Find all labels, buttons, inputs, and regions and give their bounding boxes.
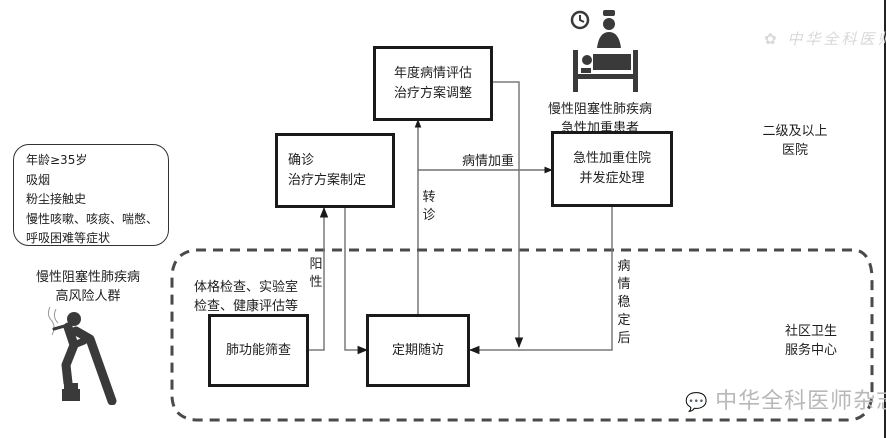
- community-region-label: 社区卫生 服务中心: [784, 324, 837, 358]
- watermark-bottom: 💬 中华全科医师杂志: [685, 389, 886, 414]
- wechat-icon: 💬: [685, 392, 716, 413]
- arrow-annual-to-followup: [493, 81, 524, 349]
- regular-followup-box: 定期随访: [366, 314, 470, 387]
- annual-assessment-box: 年度病情评估 治疗方案调整: [373, 46, 493, 121]
- logo-icon: ✿: [764, 30, 788, 48]
- right-border: [884, 0, 886, 438]
- hospital-region-label: 二级及以上 医院: [762, 124, 828, 158]
- risk-factor: 呼吸困难等症状: [26, 231, 111, 245]
- edge-label-worsening: 病情加重: [462, 154, 515, 169]
- edge-label-referral: 转 诊: [422, 190, 436, 223]
- community-region-border: [170, 248, 874, 422]
- watermark-top: ✿ 中华全科医师: [764, 30, 886, 48]
- arrow-acute-to-followup: [468, 207, 613, 355]
- risk-factor: 年龄≥35岁: [26, 153, 88, 167]
- lung-function-screening-box: 肺功能筛查: [208, 314, 309, 387]
- high-risk-group-label: 慢性阻塞性肺疾病 高风险人群: [35, 270, 140, 304]
- edge-label-positive: 阳 性: [309, 257, 323, 290]
- risk-factors-box: 年龄≥35岁 吸烟 粉尘接触史 慢性咳嗽、咳痰、喘憋、 呼吸困难等症状: [13, 144, 169, 246]
- diagnosis-box: 确诊 治疗方案制定: [275, 133, 395, 208]
- risk-factor: 慢性咳嗽、咳痰、喘憋、: [26, 211, 159, 226]
- arrow-diagnosis-to-followup: [344, 207, 369, 355]
- screening-note: 体格检查、实验室 检查、健康评估等: [194, 280, 299, 314]
- hospital-bed-nurse-icon: [570, 10, 638, 92]
- risk-factor: 吸烟: [26, 172, 51, 187]
- edge-label-stable: 病 情 稳 定 后: [617, 259, 631, 346]
- acute-hospitalization-box: 急性加重住院 并发症处理: [551, 131, 673, 207]
- smoking-person-icon: [47, 306, 117, 405]
- risk-factor: 粉尘接触史: [26, 192, 87, 206]
- arrow-screening-to-diagnosis: [309, 206, 329, 351]
